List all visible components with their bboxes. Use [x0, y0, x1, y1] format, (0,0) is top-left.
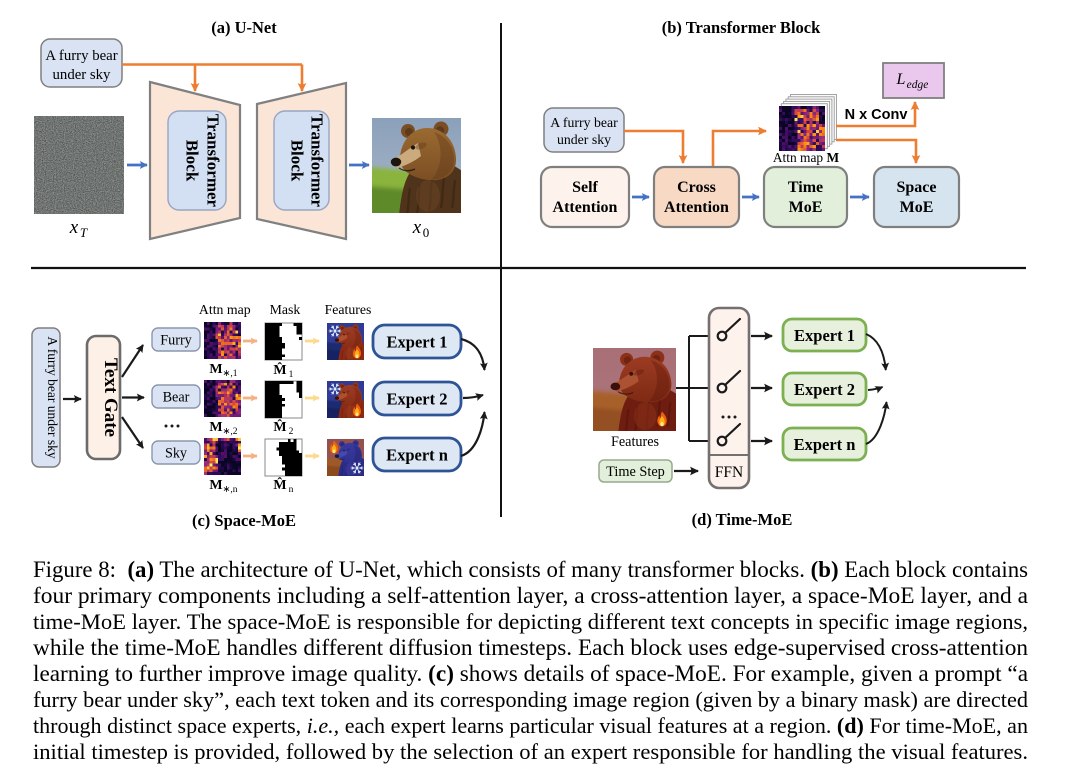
svg-text:A furry bear: A furry bear: [45, 48, 117, 64]
svg-text:Expert 2: Expert 2: [387, 390, 448, 409]
svg-text:under sky: under sky: [53, 67, 112, 83]
svg-text:Expert 1: Expert 1: [794, 326, 855, 345]
svg-text:Transformer: Transformer: [204, 114, 223, 208]
svg-text:M: M: [209, 362, 222, 377]
svg-text:T: T: [80, 225, 88, 240]
svg-text:n: n: [289, 485, 294, 495]
svg-text:Block: Block: [288, 140, 307, 182]
svg-text:Attention: Attention: [664, 199, 729, 216]
svg-text:MoE: MoE: [789, 199, 823, 216]
svg-text:M̂: M̂: [273, 418, 286, 435]
svg-text:(d) Time-MoE: (d) Time-MoE: [692, 510, 793, 529]
svg-text:Mask: Mask: [270, 302, 301, 317]
svg-text:Transformer: Transformer: [308, 114, 327, 208]
svg-text:(b) Transformer Block: (b) Transformer Block: [662, 18, 821, 37]
svg-text:A furry bear under sky: A furry bear under sky: [45, 336, 60, 458]
svg-text:Expert 2: Expert 2: [794, 380, 855, 399]
svg-text:edge: edge: [907, 79, 929, 91]
svg-text:Attn map M: Attn map M: [773, 150, 840, 165]
svg-text:Attn map: Attn map: [199, 302, 251, 317]
svg-text:Block: Block: [183, 140, 202, 182]
svg-text:Sky: Sky: [165, 446, 188, 462]
svg-text:x: x: [412, 217, 422, 238]
svg-text:under sky: under sky: [557, 132, 611, 147]
svg-text:Time Step: Time Step: [606, 464, 665, 480]
svg-text:Time: Time: [788, 179, 823, 196]
svg-text:∗,n: ∗,n: [222, 485, 237, 495]
svg-text:(a) U-Net: (a) U-Net: [211, 18, 277, 37]
svg-text:Self: Self: [572, 179, 598, 196]
svg-text:Text Gate: Text Gate: [100, 358, 121, 437]
svg-text:Space: Space: [897, 179, 937, 196]
svg-text:Expert n: Expert n: [386, 446, 448, 465]
svg-text:Expert 1: Expert 1: [387, 333, 448, 352]
svg-text:Features: Features: [325, 302, 372, 317]
svg-text:M: M: [209, 478, 222, 493]
svg-text:x: x: [69, 217, 79, 238]
svg-text:Bear: Bear: [163, 390, 190, 406]
svg-text:FFN: FFN: [715, 464, 743, 481]
svg-text:Features: Features: [611, 434, 660, 450]
svg-text:MoE: MoE: [900, 199, 934, 216]
svg-text:A furry bear: A furry bear: [550, 115, 618, 130]
svg-text:M̂: M̂: [273, 361, 286, 378]
svg-text:Furry: Furry: [160, 333, 192, 349]
svg-text:Expert n: Expert n: [794, 435, 856, 454]
svg-text:M: M: [209, 420, 222, 435]
svg-text:M̂: M̂: [273, 476, 286, 493]
svg-text:(c) Space-MoE: (c) Space-MoE: [192, 511, 296, 530]
svg-text:∗,1: ∗,1: [222, 369, 237, 379]
svg-text:Attention: Attention: [553, 199, 618, 216]
svg-text:N x Conv: N x Conv: [845, 107, 908, 123]
svg-text:Cross: Cross: [677, 179, 716, 196]
svg-text:2: 2: [289, 427, 294, 437]
svg-text:1: 1: [289, 370, 294, 380]
svg-text:L: L: [896, 71, 906, 88]
svg-text:∗,2: ∗,2: [222, 427, 237, 437]
svg-text:0: 0: [423, 225, 430, 240]
